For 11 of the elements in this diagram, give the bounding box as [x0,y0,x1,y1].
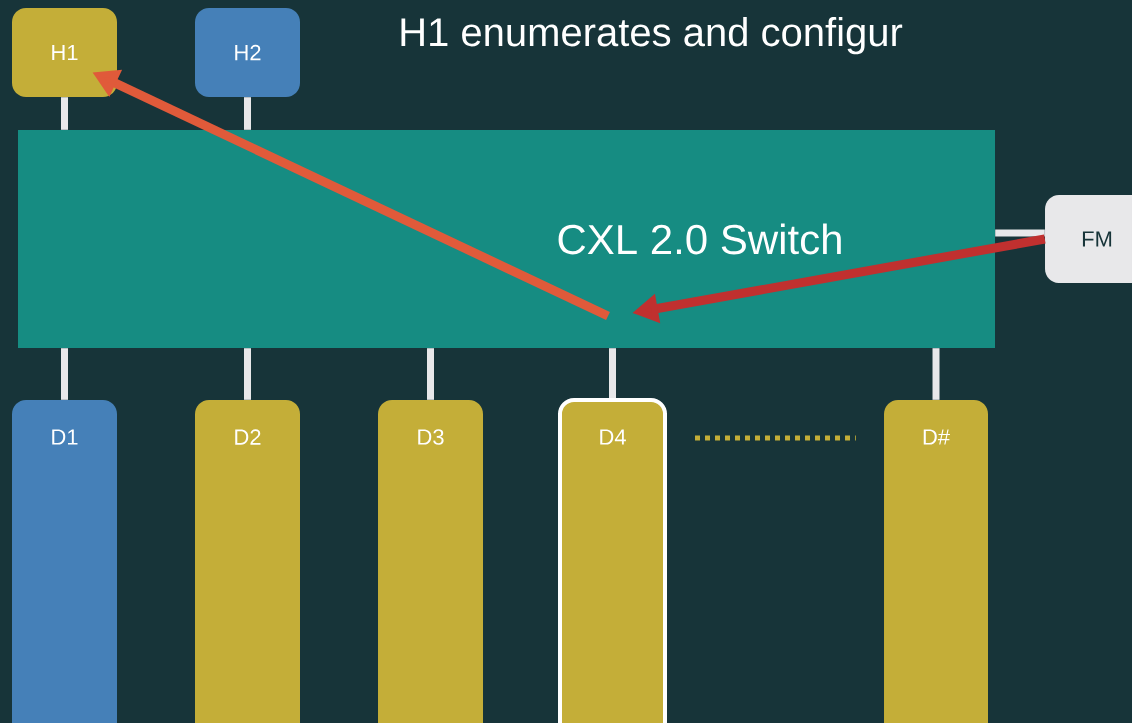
manager-box: FM [1045,195,1132,283]
device-box: D1 [12,400,117,723]
device-box: D# [884,400,988,723]
host-box: H2 [195,8,300,97]
switch-box: CXL 2.0 Switch [18,130,995,348]
device-box: D2 [195,400,300,723]
dotted-line [695,435,856,441]
host-box: H1 [12,8,117,97]
device-box: D4 [558,398,667,723]
device-box: D3 [378,400,483,723]
title: H1 enumerates and configur [401,17,903,55]
